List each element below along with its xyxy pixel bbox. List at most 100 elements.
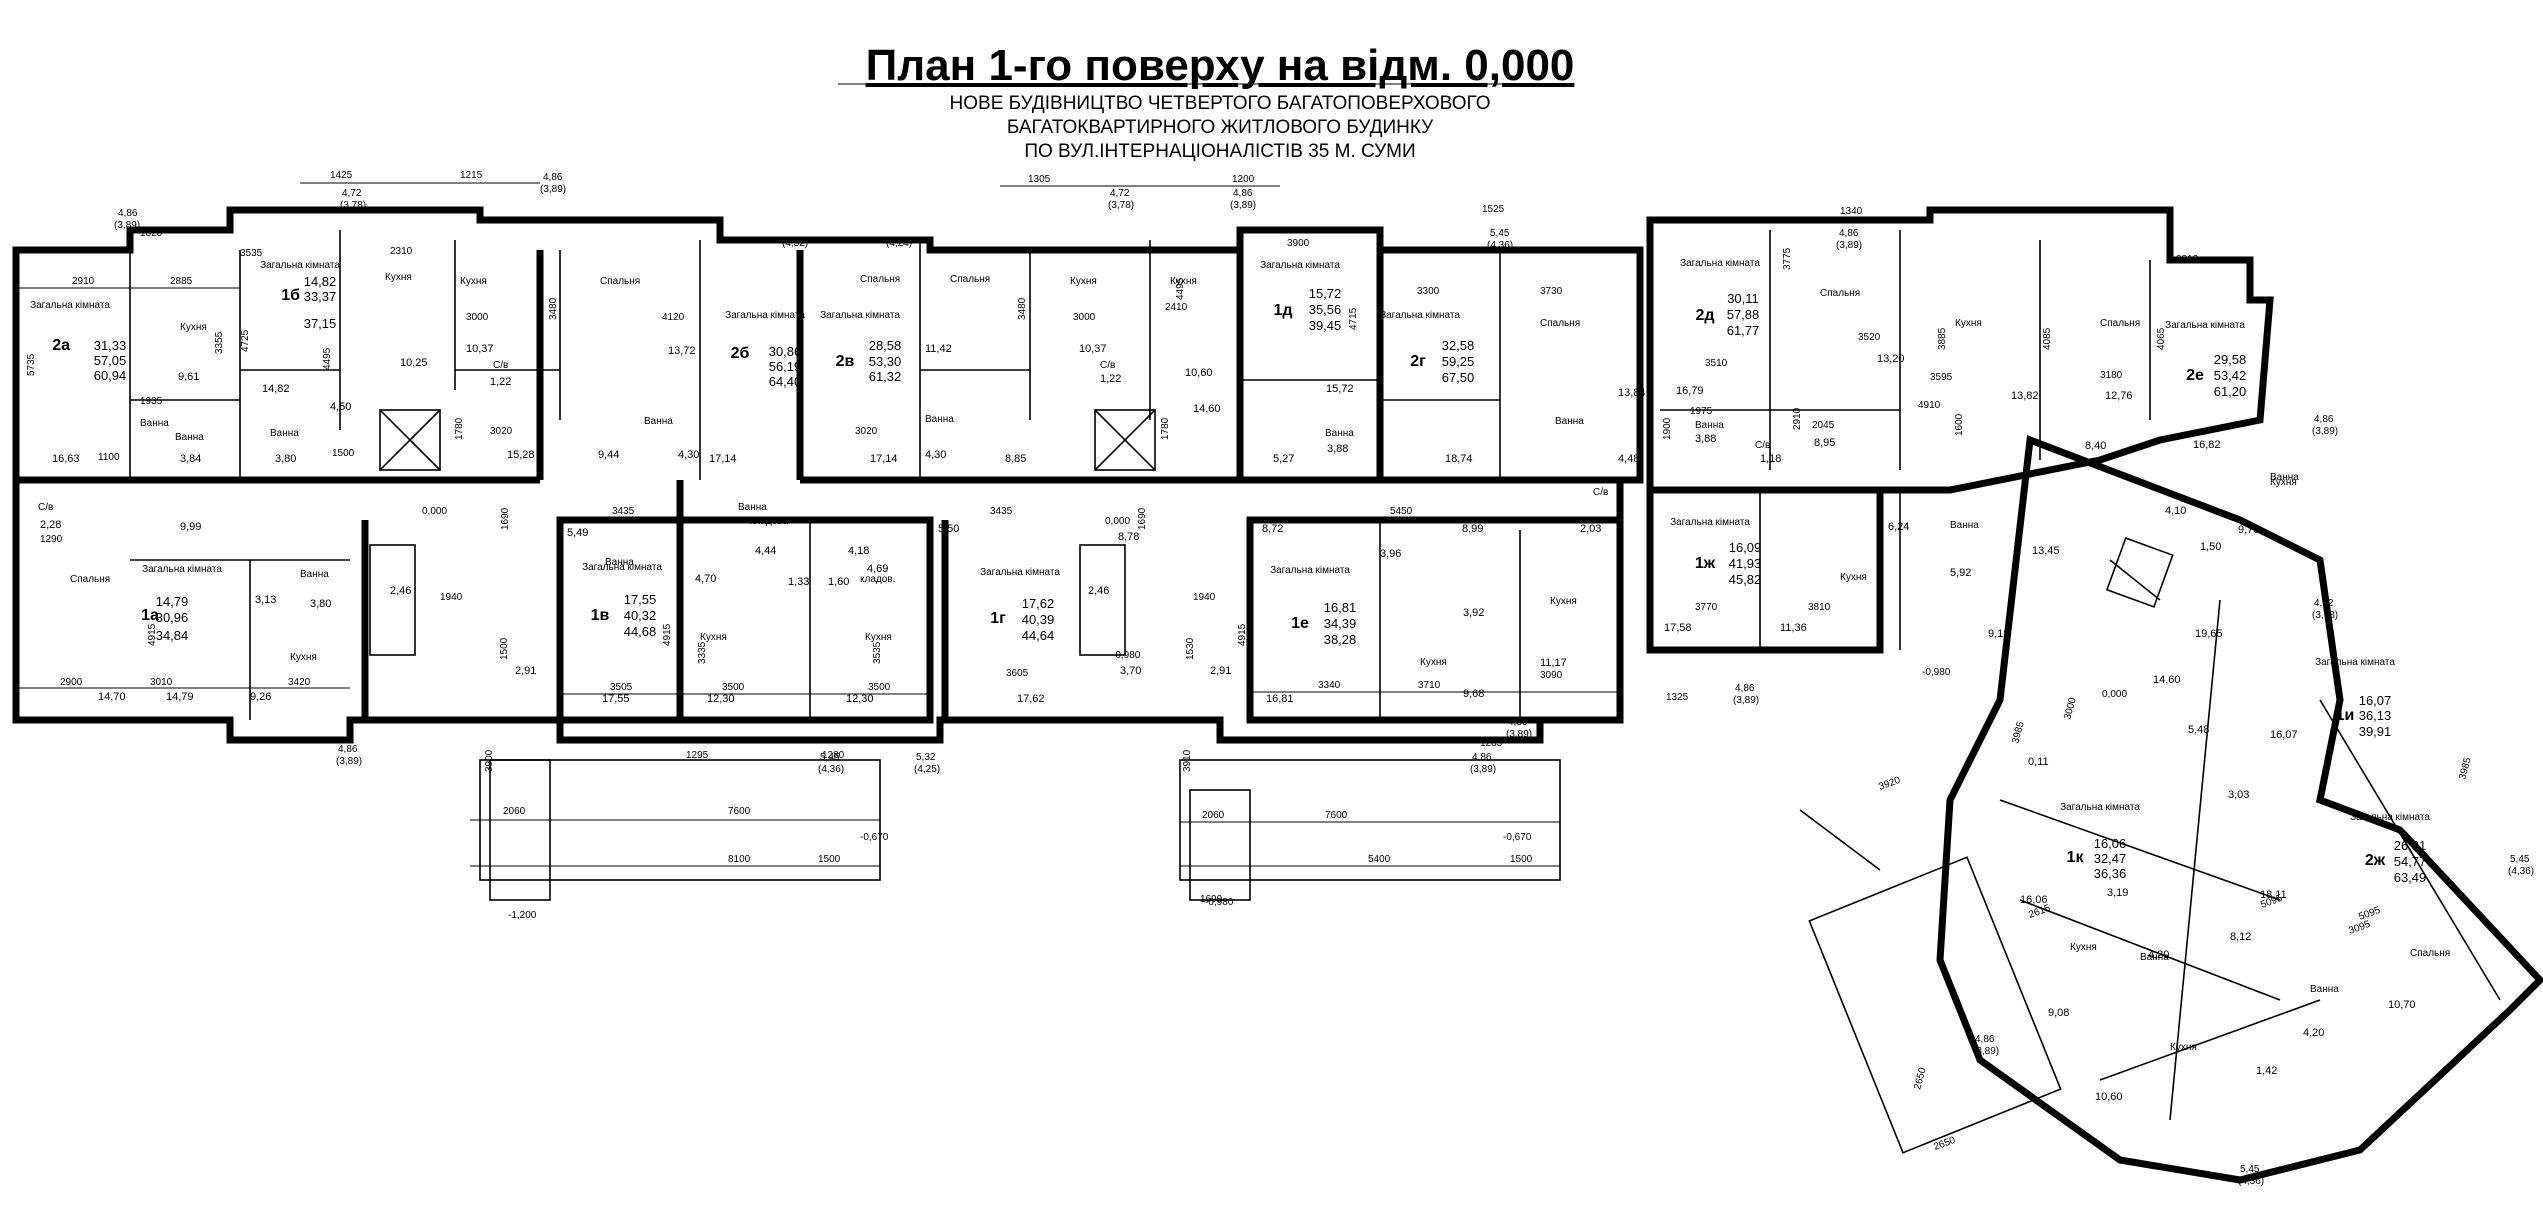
room-area: 5,50 [938, 523, 959, 535]
apt-total: 38,28 [1324, 632, 1357, 647]
dimension: 3500 [722, 682, 745, 693]
apt-code: 2д [1695, 307, 1714, 324]
level-mark: 4,72 [1110, 188, 1130, 199]
room-name: С/в [38, 502, 53, 513]
room-area: 3,84 [180, 453, 201, 465]
dimension: 3520 [1858, 332, 1881, 343]
dimension: 3510 [1705, 358, 1728, 369]
room-area: 2,46 [390, 585, 411, 597]
room-area: 1,60 [828, 576, 849, 588]
room-area: 9,75 [2238, 524, 2259, 536]
level-mark: 4,86 [543, 172, 563, 183]
apt-total: 60,94 [94, 368, 127, 383]
level-mark: 4,86 [1735, 683, 1755, 694]
dimension: 3595 [1930, 372, 1953, 383]
apt-area: 33,37 [304, 289, 337, 304]
level-mark: (3,78) [2312, 610, 2338, 621]
apartment-2zh: Загальна кімната 2ж 26,81 54,77 63,49 [2350, 812, 2430, 885]
level-mark: -1,200 [508, 910, 537, 921]
living-area: 30,86 [769, 344, 802, 359]
apt-code: 1б [281, 287, 300, 304]
living-area: 15,72 [1309, 286, 1342, 301]
room-area: 1,42 [2256, 1065, 2277, 1077]
stair-flights [369, 544, 1251, 901]
dimension: 1215 [460, 170, 483, 181]
room-area: 3,03 [2228, 789, 2249, 801]
apt-area: 57,05 [94, 353, 127, 368]
dimension: 3000 [2062, 696, 2078, 721]
level-mark: 5,45 [820, 752, 840, 763]
room-name: Спальня [860, 274, 900, 285]
level-mark: (4,32) [782, 238, 808, 249]
apt-total: 63,49 [2394, 870, 2427, 885]
dimension: 3730 [1540, 286, 1563, 297]
level-mark: -0,980 [1205, 897, 1234, 908]
level-mark: (4,36) [2238, 1176, 2264, 1187]
room-label: Загальна кімната [260, 260, 340, 271]
room-area: 9,12 [1988, 628, 2009, 640]
dimension: 3535 [240, 248, 263, 259]
dimension: 3900 [1287, 238, 1310, 249]
living-area: 31,33 [94, 338, 127, 353]
dimension: 2310 [390, 246, 413, 257]
dimension: 1500 [332, 448, 355, 459]
dimension: 3090 [1540, 670, 1563, 681]
apt-total: 36,36 [2094, 866, 2127, 881]
subtitle-line-1: НОВЕ БУДІВНИЦТВО ЧЕТВЕРТОГО БАГАТОПОВЕРХ… [949, 93, 1491, 114]
apt-area: 36,13 [2359, 708, 2392, 723]
room-area: 10,37 [1079, 343, 1107, 355]
room-area: 4,70 [695, 573, 716, 585]
room-name: Кухня [1170, 276, 1197, 287]
room-area: 4,18 [848, 545, 869, 557]
room-label: Загальна кімната [820, 310, 900, 321]
level-mark: 4,72 [342, 188, 362, 199]
apt-code: 1а [141, 607, 159, 624]
living-area: 28,58 [869, 338, 902, 353]
living-area: 17,62 [1022, 596, 1055, 611]
dimension: 1280 [822, 750, 845, 761]
room-area: 11,17 [1540, 657, 1567, 669]
room-name: Ванна [1950, 520, 1979, 531]
room-area: 4,10 [2165, 505, 2186, 517]
subtitle-line-3: ПО ВУЛ.ІНТЕРНАЦІОНАЛІСТІВ 35 М. СУМИ [1024, 141, 1416, 162]
apt-total: 61,77 [1727, 323, 1760, 338]
room-name: Кухня [2270, 477, 2297, 488]
right-block-lower[interactable] [1799, 435, 2543, 1184]
level-mark: (3,89) [1230, 200, 1256, 211]
dimension: 3900 [484, 749, 495, 772]
room-name: Ванна [738, 502, 767, 513]
room-area: 5,27 [1273, 453, 1294, 465]
room-area: 10,37 [466, 343, 494, 355]
apartment-1b: Загальна кімната 1б 14,82 33,37 37,15 [260, 260, 340, 331]
dimension: 4715 [1348, 307, 1359, 330]
dimension: 2060 [1202, 810, 1225, 821]
room-area: 16,79 [1676, 385, 1704, 397]
room-area: 14,70 [98, 691, 126, 703]
apt-code: 2а [52, 337, 70, 354]
level-mark: 4,86 [1508, 717, 1528, 728]
room-area: 9,68 [1463, 688, 1484, 700]
dimension: 1530 [1185, 637, 1196, 660]
living-area: 16,07 [2359, 693, 2392, 708]
room-name: Ванна [2310, 984, 2339, 995]
level-mark: 0,000 [422, 506, 447, 517]
dimension: 1500 [499, 637, 510, 660]
living-area: 32,58 [1442, 338, 1475, 353]
dimension: 1940 [440, 592, 463, 603]
room-name: Кухня [1070, 276, 1097, 287]
level-mark: (3,89) [540, 184, 566, 195]
apartment-1k: Загальна кімната 1к 16,06 32,47 36,36 [2060, 802, 2140, 881]
dimension: 4915 [662, 623, 673, 646]
dimension: 2045 [1812, 420, 1835, 431]
dimension: 2650 [1912, 1066, 1928, 1091]
room-area: 5,48 [2188, 724, 2209, 736]
dimension: 4085 [2042, 327, 2053, 350]
dimension: 1283 [1480, 738, 1503, 749]
room-area: 2,28 [40, 519, 61, 531]
dimension: 2212 [2176, 254, 2199, 265]
room-name: кладов. [860, 574, 895, 585]
room-area: 4,48 [1618, 453, 1639, 465]
dimension: 1900 [1662, 417, 1673, 440]
room-name: Кухня [1420, 657, 1447, 668]
level-mark: (3,89) [1733, 695, 1759, 706]
